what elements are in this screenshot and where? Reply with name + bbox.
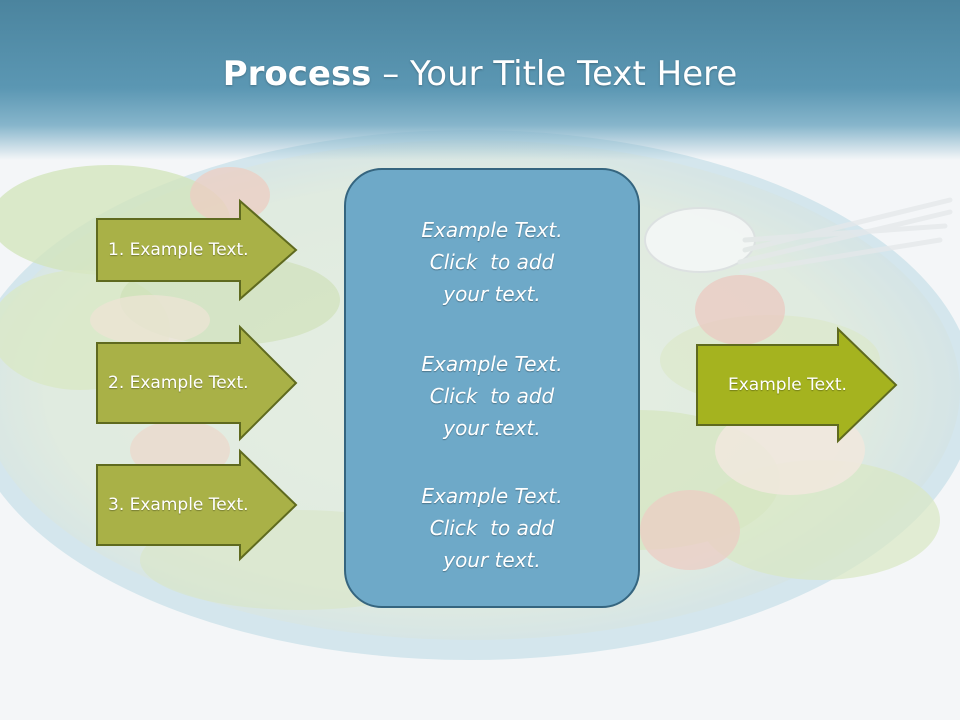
title-rest: – Your Title Text Here xyxy=(371,54,738,94)
arrow-step-3-label: 3. Example Text. xyxy=(108,495,249,515)
arrow-result[interactable]: Example Text. xyxy=(696,326,900,444)
center-text-block-2[interactable]: Example Text. Click to add your text. xyxy=(346,348,638,444)
arrow-step-3[interactable]: 3. Example Text. xyxy=(96,448,300,562)
arrow-step-1[interactable]: 1. Example Text. xyxy=(96,198,300,302)
block-3-line-1: Example Text. xyxy=(421,484,563,508)
block-2-line-1: Example Text. xyxy=(421,352,563,376)
center-text-block-3[interactable]: Example Text. Click to add your text. xyxy=(346,480,638,576)
block-2-line-2: Click to add xyxy=(429,384,555,408)
slide-title: Process – Your Title Text Here xyxy=(0,52,960,96)
block-1-line-2: Click to add xyxy=(429,250,555,274)
arrow-shape-1 xyxy=(96,198,298,302)
arrow-shape-result xyxy=(696,326,898,444)
arrow-step-2-label: 2. Example Text. xyxy=(108,373,249,393)
block-3-line-2: Click to add xyxy=(429,516,555,540)
arrow-shape-2 xyxy=(96,324,298,442)
arrow-step-2[interactable]: 2. Example Text. xyxy=(96,324,300,442)
arrow-result-label: Example Text. xyxy=(728,375,847,395)
block-3-line-3: your text. xyxy=(443,548,541,572)
block-1-line-1: Example Text. xyxy=(421,218,563,242)
block-1-line-3: your text. xyxy=(443,282,541,306)
arrow-shape-3 xyxy=(96,448,298,562)
center-text-block-1[interactable]: Example Text. Click to add your text. xyxy=(346,214,638,310)
arrow-step-1-label: 1. Example Text. xyxy=(108,240,249,260)
center-text-box[interactable]: Example Text. Click to add your text. Ex… xyxy=(344,168,640,608)
block-2-line-3: your text. xyxy=(443,416,541,440)
title-bold: Process xyxy=(222,54,372,94)
title-bar xyxy=(0,0,960,160)
